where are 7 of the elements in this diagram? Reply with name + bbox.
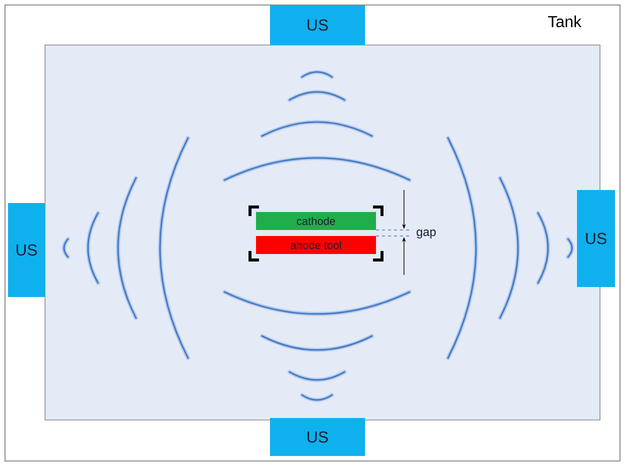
transducer-block: US bbox=[8, 203, 45, 297]
transducer-block: US bbox=[577, 190, 615, 287]
cathode-bar: cathode bbox=[256, 212, 376, 230]
anode-bar: anode tool bbox=[256, 236, 376, 254]
transducer-block: US bbox=[270, 418, 365, 456]
transducer-block: US bbox=[270, 5, 365, 45]
dimension-label: gap bbox=[416, 230, 436, 238]
